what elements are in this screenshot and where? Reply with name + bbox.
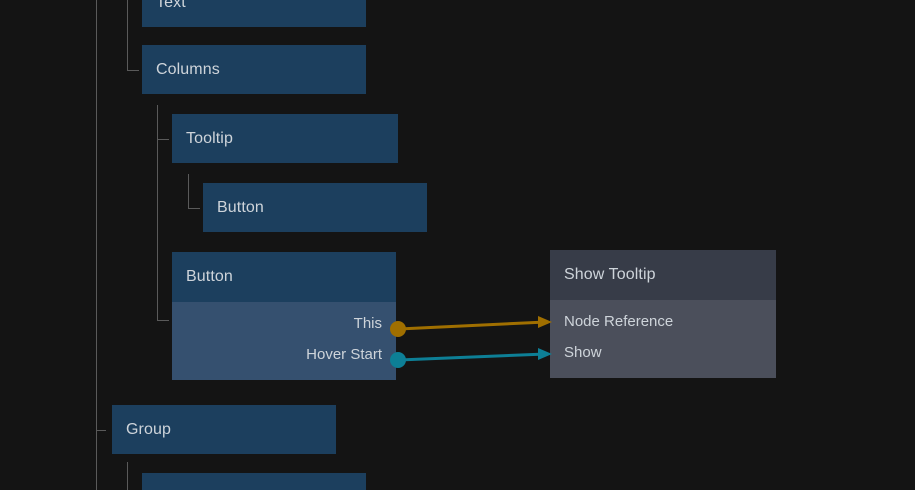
- tree-trunk-depth3: [188, 174, 189, 209]
- tree-branch-tooltip: [157, 139, 169, 140]
- tree-branch-group: [96, 430, 106, 431]
- graph-node-button[interactable]: Button This Hover Start: [172, 252, 396, 380]
- wire-this-to-node-reference: [398, 320, 547, 331]
- tree-trunk-depth1: [127, 0, 128, 71]
- tree-node-tooltip-button-label: Button: [203, 183, 427, 232]
- tree-branch-columns: [127, 70, 139, 71]
- tree-trunk-root: [96, 0, 97, 490]
- output-port-row-this[interactable]: This: [172, 308, 396, 339]
- graph-node-button-title: Button: [172, 252, 396, 302]
- tree-branch-tooltip-button: [188, 208, 200, 209]
- tree-node-group-child-label: [142, 473, 366, 490]
- tree-node-tooltip[interactable]: Tooltip: [172, 114, 398, 163]
- tree-node-columns[interactable]: Columns: [142, 45, 366, 94]
- input-port-row-show[interactable]: Show: [550, 337, 776, 368]
- graph-node-show-tooltip[interactable]: Show Tooltip Node Reference Show: [550, 250, 776, 378]
- input-port-row-node-reference[interactable]: Node Reference: [550, 306, 776, 337]
- tree-node-group[interactable]: Group: [112, 405, 336, 454]
- input-port-label-show: Show: [564, 344, 602, 361]
- graph-node-show-tooltip-body: Node Reference Show: [550, 300, 776, 378]
- tree-node-group-label: Group: [112, 405, 336, 454]
- graph-node-button-body: This Hover Start: [172, 302, 396, 380]
- wire-hover-start-to-show: [398, 352, 547, 362]
- output-port-row-hover-start[interactable]: Hover Start: [172, 339, 396, 370]
- tree-node-columns-label: Columns: [142, 45, 366, 94]
- tree-node-text-label: Text: [142, 0, 366, 27]
- tree-branch-button: [157, 320, 169, 321]
- input-port-label-node-reference: Node Reference: [564, 313, 674, 330]
- tree-node-text[interactable]: Text: [142, 0, 366, 27]
- tree-node-tooltip-label: Tooltip: [172, 114, 398, 163]
- tree-node-tooltip-button[interactable]: Button: [203, 183, 427, 232]
- tree-trunk-group-children: [127, 462, 128, 490]
- output-port-label-hover-start: Hover Start: [306, 346, 382, 363]
- tree-node-group-child[interactable]: [142, 473, 366, 490]
- output-port-label-this: This: [353, 315, 382, 332]
- graph-node-show-tooltip-title: Show Tooltip: [550, 250, 776, 300]
- tree-trunk-depth2: [157, 105, 158, 321]
